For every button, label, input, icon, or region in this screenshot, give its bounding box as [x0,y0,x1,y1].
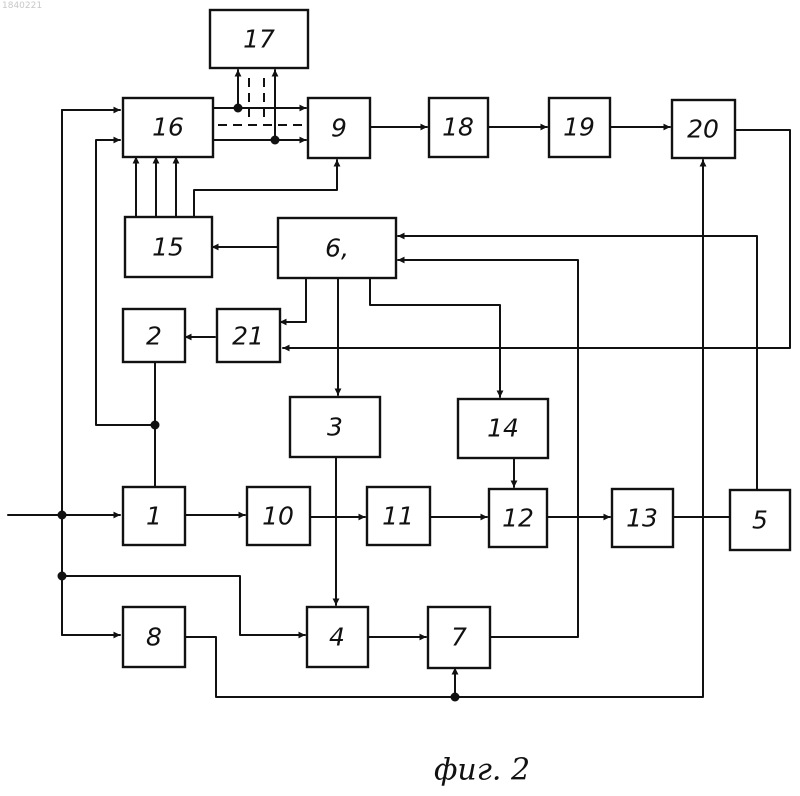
block-17-label: 17 [243,25,275,54]
junction-input [58,511,67,520]
block-1: 1 [123,487,185,545]
block-5: 5 [730,490,790,550]
wire-1-to-16 [96,140,155,425]
block-14: 14 [458,399,548,458]
junction-trunk-4 [58,572,67,581]
connections [8,70,790,697]
block-8-label: 8 [146,623,162,652]
wire-6-21 [280,278,306,322]
wire-15-9 [194,160,337,217]
block-18-label: 18 [442,113,474,142]
block-10-label: 10 [262,502,294,531]
block-4: 4 [307,607,368,667]
block-9: 9 [308,98,370,158]
block-18: 18 [429,98,488,157]
wire-6-14 [370,278,500,397]
block-11-label: 11 [382,502,414,531]
block-15: 15 [125,217,212,277]
block-16: 16 [123,98,213,157]
block-20: 20 [672,100,735,158]
block-2-label: 2 [146,322,162,351]
block-6-label: 6, [325,234,349,263]
block-8: 8 [123,607,185,667]
document-id: 1840221 [2,1,42,11]
block-19-label: 19 [563,113,595,142]
block-7-label: 7 [451,623,467,652]
block-12: 12 [489,489,547,547]
block-14-label: 14 [487,414,519,443]
block-20-label: 20 [687,115,719,144]
block-2: 2 [123,309,185,362]
figure-caption: фиг. 2 [434,753,530,788]
block-15-label: 15 [152,233,184,262]
block-19: 19 [549,98,610,157]
block-5-label: 5 [752,506,768,535]
block-13-label: 13 [626,504,658,533]
block-4-label: 4 [329,623,345,652]
block-13: 13 [612,489,673,547]
block-10: 10 [247,487,310,545]
block-9-label: 9 [331,114,347,143]
block-6: 6, [278,218,396,278]
block-7: 7 [428,607,490,668]
block-17: 17 [210,10,308,68]
junctions [58,104,460,702]
junction-bus-left [234,104,243,113]
junction-bottom-7 [451,693,460,702]
block-21-label: 21 [232,322,264,351]
block-3: 3 [290,397,380,457]
block-16-label: 16 [152,113,184,142]
block-3-label: 3 [327,413,343,442]
block-11: 11 [367,487,430,545]
block-21: 21 [217,309,280,362]
junction-bus-right [271,136,280,145]
block-1-label: 1 [146,502,162,531]
block-12-label: 12 [502,504,534,533]
junction-1-feedback [151,421,160,430]
